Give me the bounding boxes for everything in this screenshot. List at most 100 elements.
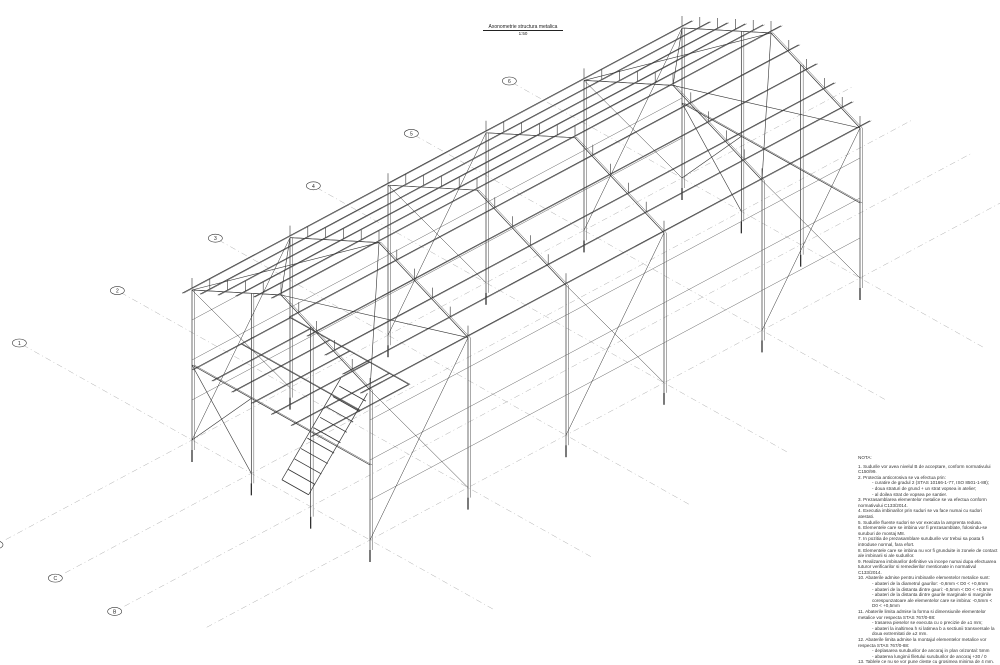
notes-heading: NOTA: bbox=[858, 455, 872, 460]
rafter-flange bbox=[675, 85, 765, 181]
note-item: - al doilea strat de vopsea pe santier. bbox=[872, 491, 948, 497]
stair-tread bbox=[319, 416, 348, 433]
stair-tread bbox=[288, 469, 316, 485]
mezzanine-beam-flange bbox=[242, 343, 362, 411]
note-item: 6. Elementele care se imbina vor fi prez… bbox=[858, 525, 988, 536]
wall-bracing bbox=[387, 185, 487, 283]
grid-bubble-4: 4 bbox=[306, 181, 321, 191]
grid-bubble-3: 3 bbox=[208, 233, 223, 243]
purlin bbox=[217, 22, 728, 296]
note-item: - abateri de la distanta dintre gaurile … bbox=[872, 592, 993, 609]
axonometric-steel-structure-drawing: 123456DCBA bbox=[0, 16, 1000, 628]
rafter-flange bbox=[577, 137, 667, 233]
rafter bbox=[574, 137, 665, 234]
grid-bubble-circle bbox=[12, 338, 27, 348]
purlin bbox=[182, 20, 692, 294]
note-item: 7. In pozitia de prezasamblare suruburil… bbox=[858, 536, 984, 547]
purlin-flange bbox=[290, 44, 801, 318]
purlin bbox=[324, 82, 835, 356]
grid-bubble-label: 2 bbox=[116, 289, 119, 295]
gable-beam-flange bbox=[684, 102, 863, 204]
rafter-flange bbox=[684, 27, 774, 34]
gable-brace bbox=[191, 364, 252, 474]
grid-line-A bbox=[204, 202, 1000, 628]
note-item: 10. Abaterile admise pentru imbinarile e… bbox=[858, 575, 990, 581]
purlin bbox=[235, 23, 746, 297]
roof-bracing bbox=[761, 32, 772, 181]
grid-bubble-D: D bbox=[0, 541, 4, 549]
drawing-title-text: Axonometrie structura metalica bbox=[482, 24, 564, 31]
rafter-flange bbox=[488, 132, 578, 139]
stair-tread bbox=[281, 479, 309, 496]
grid-line-C bbox=[65, 119, 913, 574]
grid-bubble-label: 6 bbox=[508, 79, 511, 85]
roof-bracing bbox=[280, 237, 291, 296]
grid-line-D bbox=[5, 86, 854, 540]
grid-bubble-5: 5 bbox=[404, 129, 419, 138]
side-rail bbox=[369, 237, 861, 501]
grid-bubble-6: 6 bbox=[502, 76, 517, 86]
note-item: - trasarea pieselor se executa cu o prec… bbox=[872, 620, 983, 626]
note-item: 12. Abaterile limita admise la montajul … bbox=[858, 637, 987, 648]
grid-bubbles: 123456DCBA bbox=[0, 76, 517, 616]
gable-brace bbox=[681, 102, 742, 212]
note-item: 11. Abaterile limita admise la forma si … bbox=[858, 609, 986, 620]
rafter bbox=[770, 32, 861, 129]
grid-bubble-label: 3 bbox=[214, 236, 217, 242]
grid-line-B bbox=[124, 152, 973, 607]
note-item: - doua straturi de grund + un strat vops… bbox=[872, 485, 977, 491]
side-rail bbox=[191, 137, 683, 401]
grid-bubble-circle bbox=[404, 129, 419, 138]
grid-line-1 bbox=[22, 344, 495, 611]
notes-block: NOTA: 1. Sudurile vor avea nivelul B de … bbox=[858, 455, 998, 665]
purlin bbox=[253, 24, 764, 298]
purlin-flange bbox=[201, 21, 712, 295]
note-item: 9. Realizarea imbinarilor definitive va … bbox=[858, 558, 997, 575]
roof-bracing bbox=[369, 242, 380, 391]
stair-tread bbox=[339, 385, 367, 402]
purlin bbox=[271, 25, 781, 299]
grid-bubble-label: 1 bbox=[18, 341, 21, 347]
wall-bracing bbox=[761, 180, 861, 279]
rafter bbox=[476, 189, 567, 286]
grid-bubble-circle bbox=[208, 233, 223, 243]
stair-tread bbox=[294, 458, 322, 475]
note-item: 3. Prezasamblarea elementelor metalice s… bbox=[858, 497, 987, 508]
note-item: 4. Executia imbinarilor prin suduri se v… bbox=[858, 508, 982, 519]
rafter-flange bbox=[773, 32, 863, 129]
note-item: - abateri de la distanta dintre gauri: -… bbox=[872, 586, 993, 592]
side-rail bbox=[191, 97, 683, 361]
roof-bracing bbox=[672, 27, 683, 86]
drawing-title: Axonometrie structura metalica 1:50 bbox=[478, 24, 568, 36]
mezzanine-beam bbox=[240, 343, 360, 411]
grid-bubble-circle bbox=[0, 541, 4, 549]
stair-tread bbox=[332, 396, 360, 412]
gable-beam bbox=[191, 364, 371, 466]
grid-bubble-label: C bbox=[54, 576, 58, 582]
grid-bubble-label: 4 bbox=[312, 184, 315, 190]
note-item: - deplasarea suruburilor de ancoraj in p… bbox=[872, 648, 990, 654]
wall-bracing bbox=[369, 389, 469, 488]
purlin-flange bbox=[183, 20, 694, 294]
gable-beam-flange bbox=[194, 364, 373, 466]
note-item: - abateri de la diametrul gaurilor: -0,6… bbox=[872, 581, 989, 587]
rafter-flange bbox=[292, 237, 382, 243]
note-item: 1. Sudurile vor avea nivelul B de accept… bbox=[858, 463, 991, 475]
drawing-scale: 1:50 bbox=[518, 31, 528, 36]
grid-bubble-C: C bbox=[48, 573, 63, 583]
stair-stringer bbox=[308, 393, 368, 495]
grid-bubble-B: B bbox=[107, 607, 122, 616]
purlin-flange bbox=[236, 23, 747, 297]
side-rail bbox=[191, 57, 683, 321]
purlin bbox=[199, 21, 710, 295]
stair-tread bbox=[307, 437, 335, 454]
steel-structure bbox=[182, 16, 872, 562]
rafter bbox=[672, 85, 763, 181]
note-item: 5. Sudurile fluente sudori se vor execut… bbox=[858, 519, 983, 525]
rafter-flange bbox=[586, 80, 676, 86]
grid-bubble-label: 5 bbox=[410, 131, 413, 137]
rafter-flange bbox=[194, 289, 284, 296]
note-item: 13. Tablele ce nu se vor pune cleste cu … bbox=[858, 659, 995, 665]
wall-bracing bbox=[191, 289, 291, 388]
grid-bubble-circle bbox=[107, 607, 122, 616]
